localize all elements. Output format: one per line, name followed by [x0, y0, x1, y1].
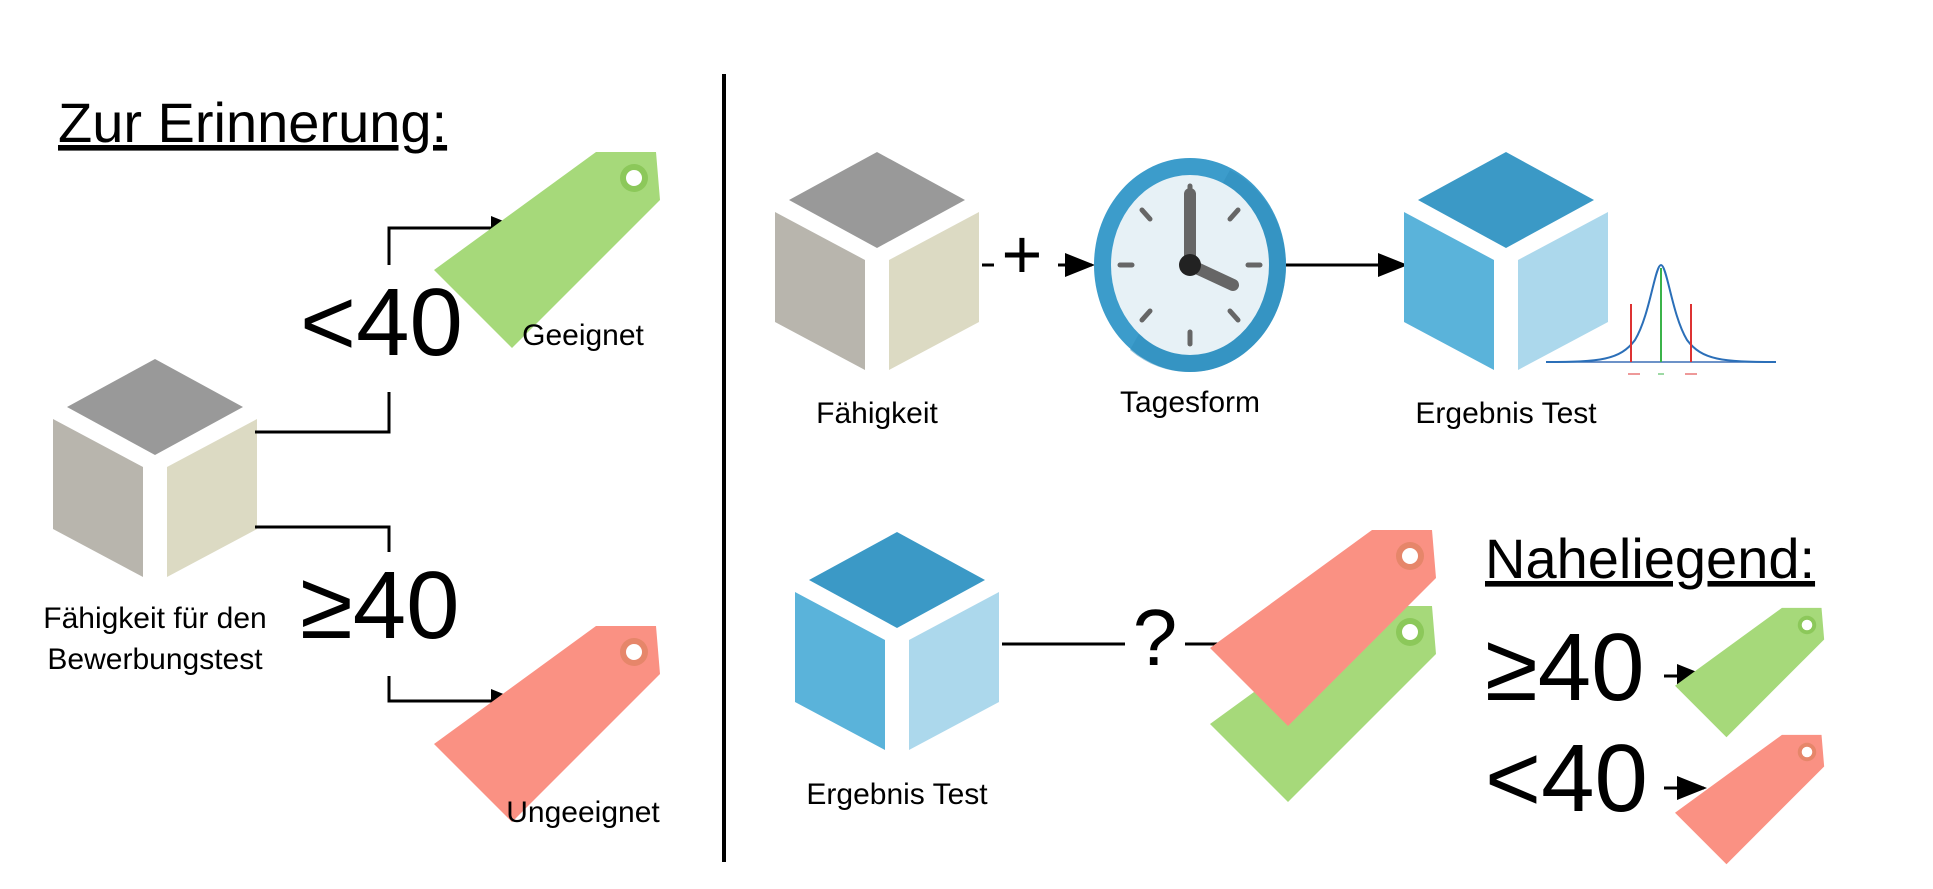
question-mark: ? [1133, 593, 1178, 682]
cube-icon [53, 359, 257, 577]
cube-icon-ability [775, 152, 979, 370]
obvious-lt-40: <40 [1485, 725, 1648, 832]
obvious-heading: Naheliegend: [1485, 527, 1815, 590]
daily-form-label: Tagesform [1120, 386, 1260, 419]
tag-icon-unsuitable [434, 626, 660, 822]
ability-for-test-label-line1: Fähigkeit für den [43, 602, 266, 635]
result-test-label-top: Ergebnis Test [1415, 397, 1597, 430]
arrow-to-unsuitable [387, 676, 521, 713]
unsuitable-label: Ungeeignet [506, 796, 660, 829]
ability-label: Fähigkeit [816, 397, 938, 430]
tag-icon-obvious-red [1675, 734, 1825, 865]
normal-distribution-icon [1545, 263, 1777, 375]
threshold-ge-40: ≥40 [300, 552, 459, 659]
cube-icon-result-bottom [795, 532, 999, 750]
threshold-lt-40: <40 [300, 269, 463, 376]
left-heading: Zur Erinnerung: [58, 91, 447, 154]
plus-sign: + [1002, 215, 1043, 293]
branch-line-upper [255, 392, 391, 434]
tag-icon-obvious-green [1675, 607, 1825, 738]
clock-icon [1094, 158, 1286, 373]
arrow-to-suitable [387, 216, 521, 265]
suitable-label: Geeignet [522, 319, 644, 352]
cube-icon-result [1404, 152, 1608, 370]
ability-for-test-label-line2: Bewerbungstest [47, 643, 263, 676]
obvious-ge-40: ≥40 [1485, 614, 1644, 721]
branch-line-lower [255, 525, 391, 552]
result-test-label-bottom: Ergebnis Test [806, 778, 988, 811]
